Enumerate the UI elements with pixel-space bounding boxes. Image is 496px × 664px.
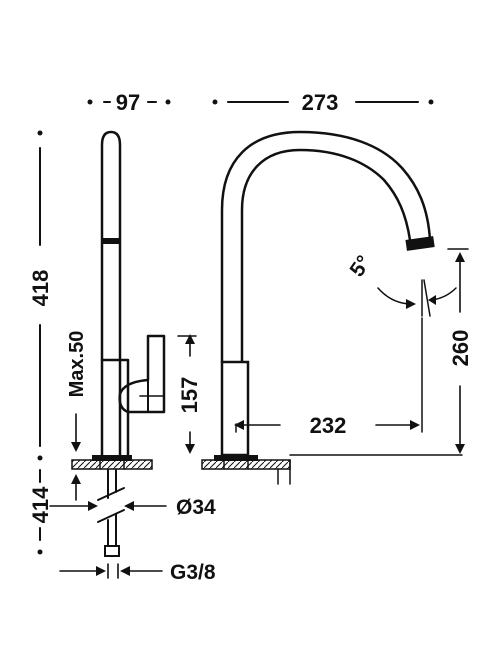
dim-angle-label: 5° [345, 251, 375, 281]
shank-pipe [97, 469, 125, 557]
countertop-right [201, 454, 463, 485]
dim-thread: G3/8 [59, 561, 216, 584]
dim-diameter: Ø34 [49, 496, 216, 519]
dim-angle: 5° [345, 251, 457, 317]
faucet-side-view [92, 130, 166, 461]
dim-418: 418 [28, 130, 53, 461]
dim-97: 97 [87, 90, 171, 115]
dim-273-label: 273 [302, 90, 339, 115]
dim-diameter-label: Ø34 [176, 496, 216, 519]
dim-414-label: 414 [28, 486, 53, 523]
dim-260: 260 [447, 248, 473, 454]
dim-max50-label: Max.50 [66, 331, 88, 398]
dim-max50: Max.50 [66, 331, 88, 501]
dim-thread-label: G3/8 [170, 561, 216, 584]
dim-157-label: 157 [177, 377, 202, 414]
dim-260-label: 260 [448, 330, 473, 367]
dim-97-label: 97 [116, 90, 140, 115]
dim-414: 414 [28, 469, 53, 555]
faucet-front-view [214, 130, 435, 461]
countertop-left [71, 459, 153, 470]
dim-418-label: 418 [28, 270, 53, 307]
dim-157: 157 [177, 334, 202, 454]
dim-232-label: 232 [310, 413, 347, 438]
dim-232: 232 [234, 317, 423, 438]
dim-273: 273 [212, 90, 434, 115]
